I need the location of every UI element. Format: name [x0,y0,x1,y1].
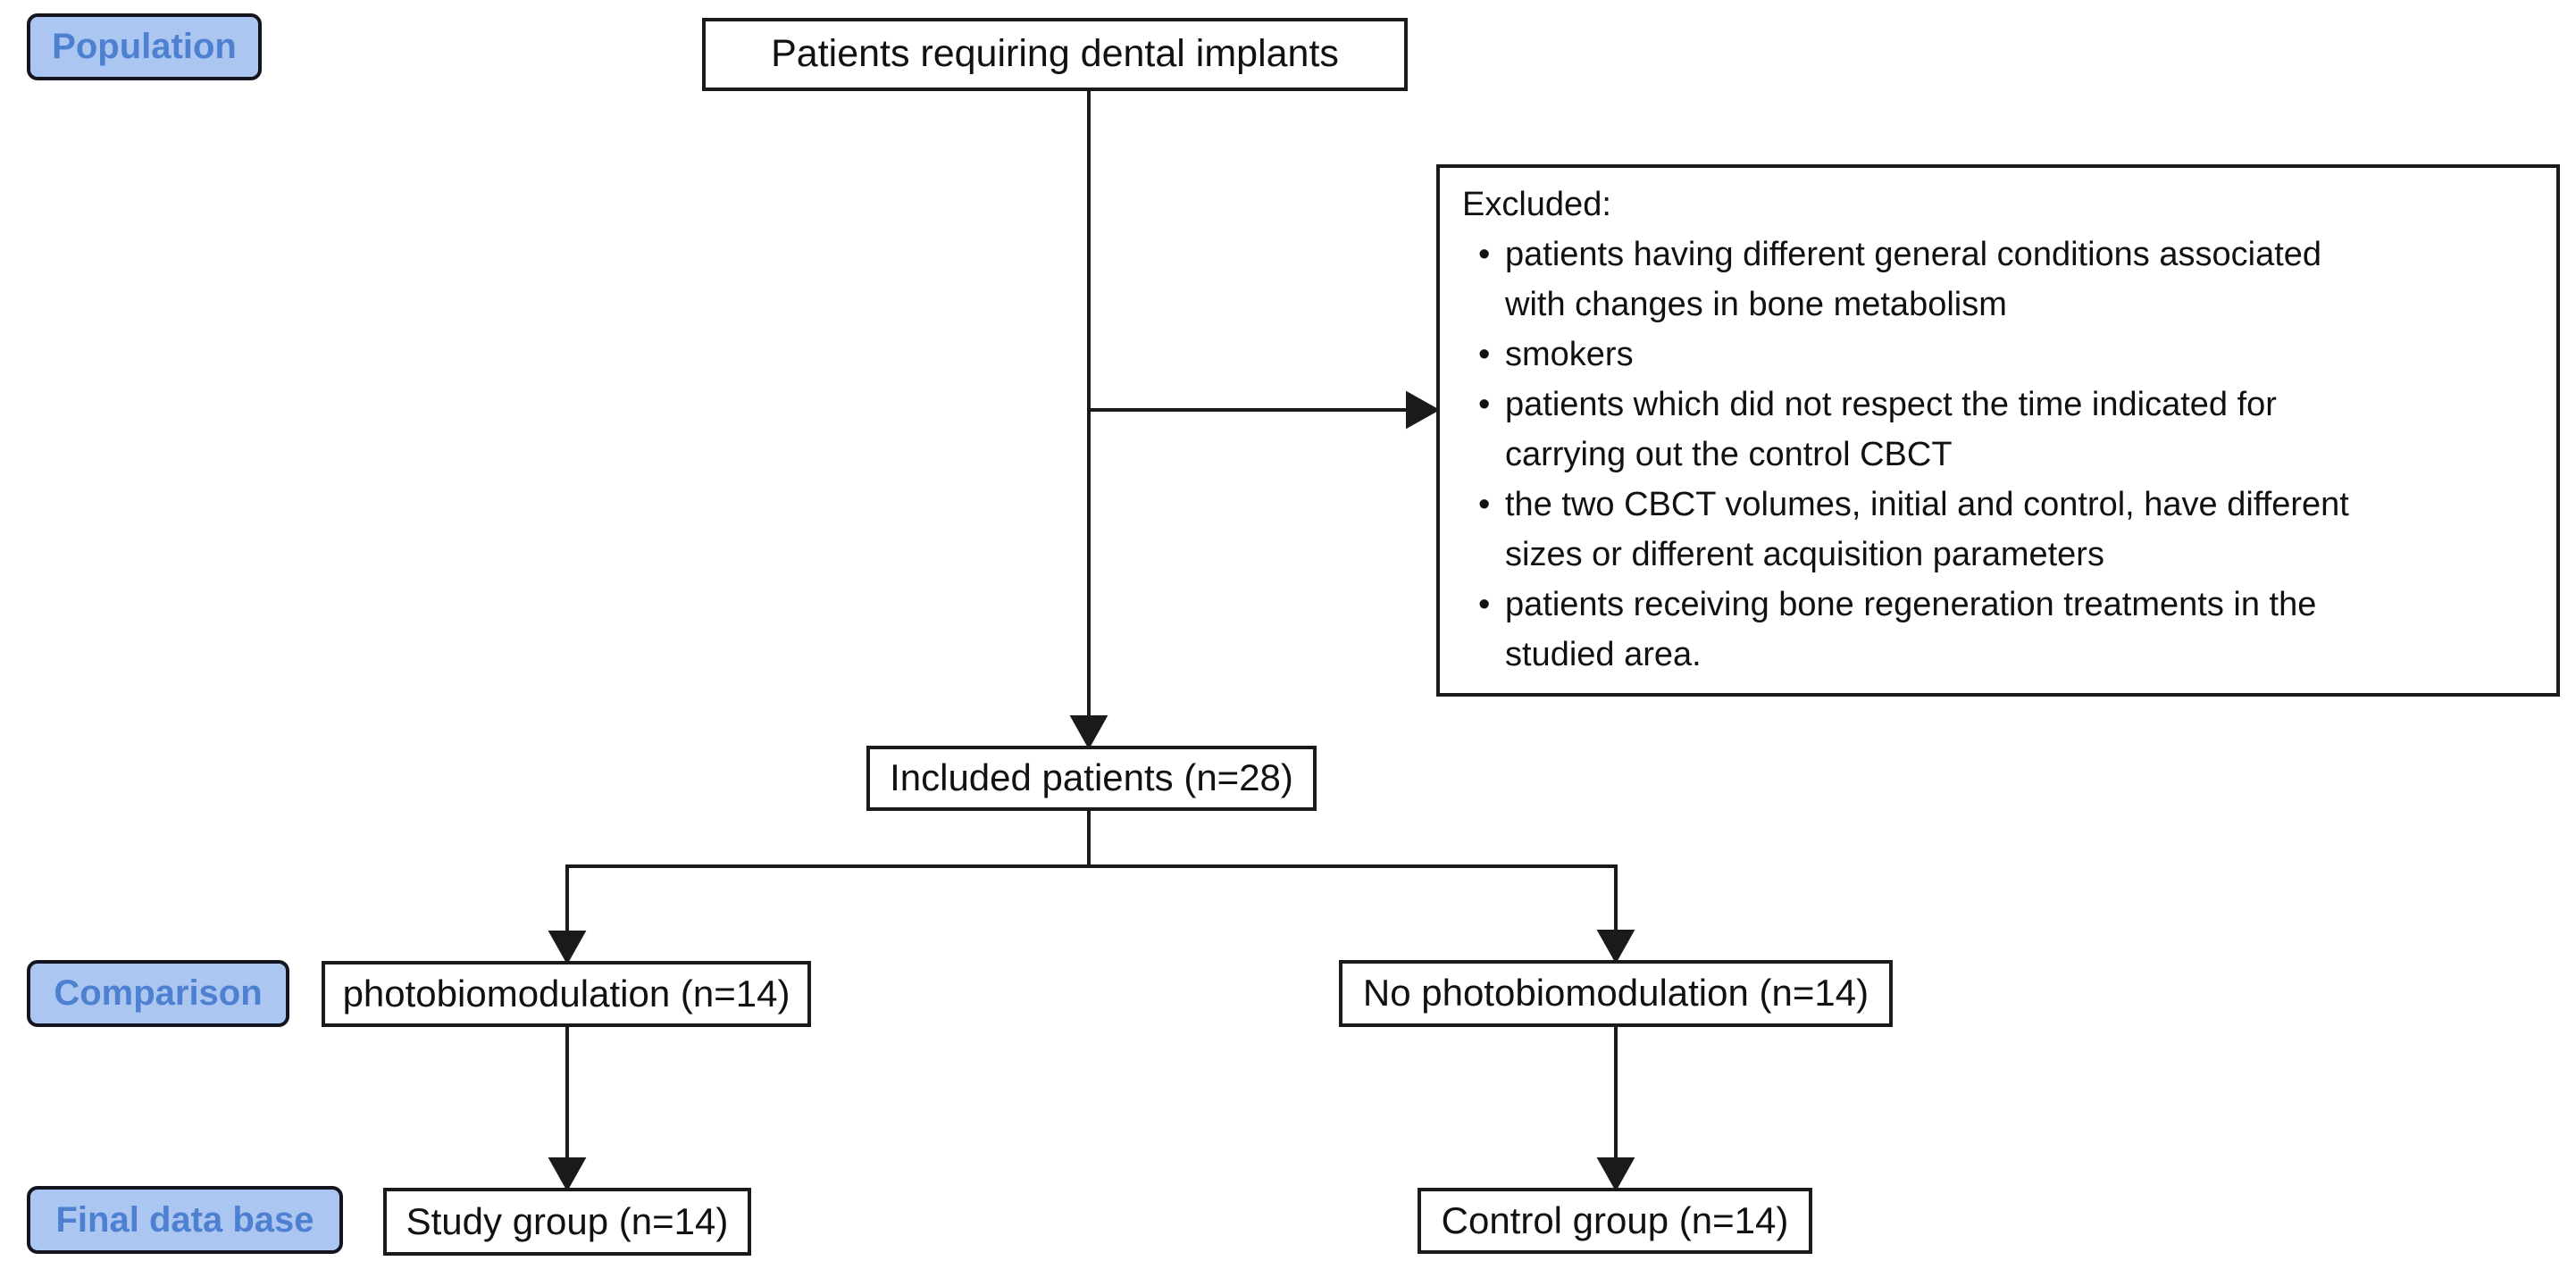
study-group-box: Study group (n=14) [383,1188,751,1256]
bullet-icon: • [1478,236,1491,273]
bullet-icon: • [1478,586,1491,623]
stage-label-population: Population [27,13,262,80]
excluded-item-text: patients receiving bone regeneration tre… [1505,586,2317,673]
photobiomodulation-arm-box: photobiomodulation (n=14) [322,961,811,1027]
control-group-box: Control group (n=14) [1418,1188,1812,1254]
arrowhead-into-control [1596,1157,1635,1192]
excluded-list: • patients having different general cond… [1462,230,2538,680]
arrowhead-into-study [548,1157,587,1192]
excluded-item: • patients having different general cond… [1462,230,2538,330]
bullet-icon: • [1478,486,1491,523]
arrowhead-into-excluded [1406,390,1441,430]
patients-requiring-implants-box: Patients requiring dental implants [702,18,1408,91]
excluded-item: • patients which did not respect the tim… [1462,380,2538,480]
stage-label-comparison: Comparison [27,960,289,1027]
excluded-item-text: smokers [1505,336,1634,373]
arrowhead-into-included [1069,715,1108,750]
excluded-title: Excluded: [1462,186,1611,223]
arrowhead-into-pbm [548,931,587,965]
excluded-criteria-box: Excluded: • patients having different ge… [1436,164,2560,697]
bullet-icon: • [1478,386,1491,423]
excluded-item: • patients receiving bone regeneration t… [1462,580,2538,680]
excluded-item-text: the two CBCT volumes, initial and contro… [1505,486,2349,573]
bullet-icon: • [1478,336,1491,373]
arrowhead-into-no-pbm [1596,930,1635,964]
excluded-item-text: patients having different general condit… [1505,236,2322,323]
no-photobiomodulation-arm-box: No photobiomodulation (n=14) [1339,960,1893,1027]
excluded-item: • smokers [1462,330,2538,380]
excluded-item-text: patients which did not respect the time … [1505,386,2277,473]
excluded-item: • the two CBCT volumes, initial and cont… [1462,480,2538,580]
stage-label-final-data-base: Final data base [27,1186,343,1254]
included-patients-box: Included patients (n=28) [866,746,1317,811]
